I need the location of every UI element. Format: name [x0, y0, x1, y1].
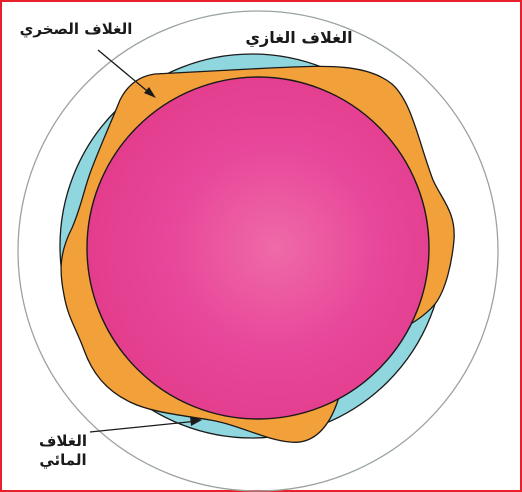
water-shell-label: الغلاف المائي [28, 432, 98, 470]
water-shell-label-line1: الغلاف [28, 432, 98, 451]
gas-shell-label: الغلاف الغازي [243, 28, 355, 48]
rock-shell-pointer [98, 50, 152, 95]
water-shell-label-line2: المائي [28, 451, 98, 470]
core-circle [87, 77, 429, 419]
water-shell-pointer [90, 421, 198, 432]
rock-shell-label: الغلاف الصخري [14, 20, 138, 39]
